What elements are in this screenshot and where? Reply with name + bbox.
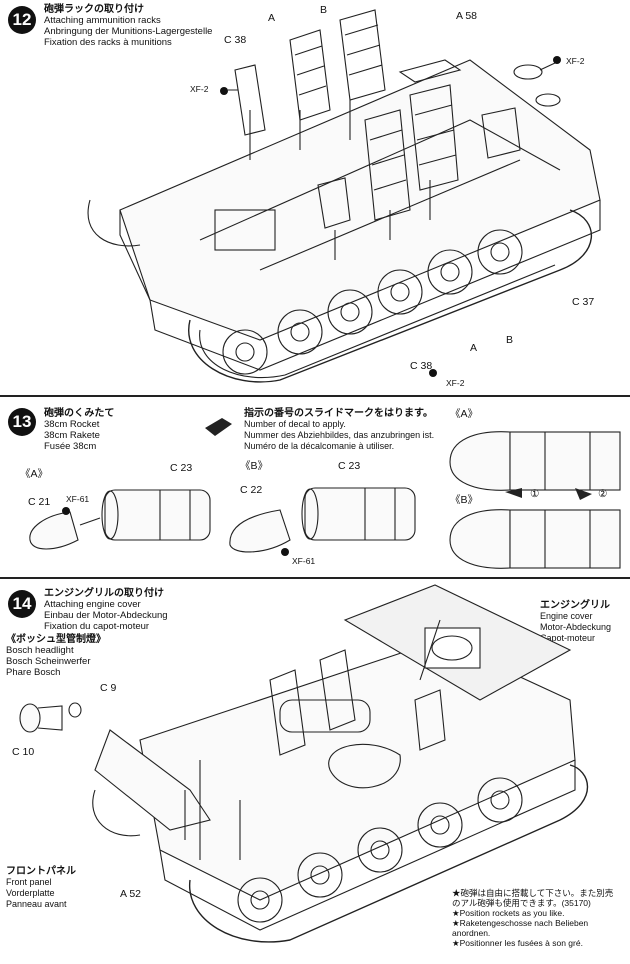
right-b-label: 《B》 bbox=[450, 494, 479, 506]
step-number: 13 bbox=[12, 412, 32, 431]
paint-label-xf2: XF-2 bbox=[566, 56, 585, 66]
bosch-jp: 《ボッシュ型管制燈》 bbox=[6, 634, 106, 645]
title-en: 38cm Rocket bbox=[44, 419, 100, 430]
part-label-a58: A 58 bbox=[456, 10, 478, 22]
title-de: Anbringung der Munitions-Lagergestelle bbox=[44, 26, 213, 37]
section-divider bbox=[0, 577, 630, 579]
part-label-a: A bbox=[470, 342, 478, 354]
title-en: Attaching ammunition racks bbox=[44, 15, 161, 26]
part-label-b: B bbox=[506, 334, 514, 346]
decal-arrow-icon bbox=[205, 418, 232, 436]
title-de: Einbau der Motor-Abdeckung bbox=[44, 610, 168, 621]
front-fr: Panneau avant bbox=[6, 899, 67, 909]
title-fr: Fusée 38cm bbox=[44, 441, 97, 452]
step-12-badge: 12 bbox=[8, 6, 36, 34]
note-en: ★Position rockets as you like. bbox=[452, 908, 565, 918]
part-label-c22: C 22 bbox=[240, 484, 263, 496]
front-en: Front panel bbox=[6, 877, 52, 887]
bosch-fr: Phare Bosch bbox=[6, 667, 61, 678]
note-de: ★Raketengeschosse nach Belieben anordnen… bbox=[452, 918, 589, 938]
paint-label-xf61: XF-61 bbox=[292, 556, 316, 566]
decal-number-2: ② bbox=[598, 488, 608, 500]
decal-en: Number of decal to apply. bbox=[244, 419, 346, 429]
note-jp-line1: ★砲弾は自由に搭載して下さい。また別売 bbox=[452, 888, 614, 898]
title-jp: 砲弾のくみたて bbox=[44, 408, 115, 419]
part-label-a52: A 52 bbox=[120, 888, 142, 900]
title-fr: Fixation des racks à munitions bbox=[44, 37, 172, 48]
title-jp: エンジングリルの取り付け bbox=[44, 588, 164, 599]
engine-cover-caption: エンジングリル Engine cover Motor-Abdeckung Cap… bbox=[540, 600, 611, 644]
part-label-c9: C 9 bbox=[100, 682, 117, 694]
step-13-badge: 13 bbox=[8, 408, 36, 436]
paint-label-xf2: XF-2 bbox=[446, 378, 465, 388]
part-label-c38: C 38 bbox=[224, 34, 247, 46]
rocket-placement-note: ★砲弾は自由に搭載して下さい。また別売 のアル砲弾も使用できます。(35170)… bbox=[452, 888, 628, 948]
front-de: Vorderplatte bbox=[6, 888, 55, 898]
paint-label-xf61: XF-61 bbox=[66, 494, 90, 504]
title-de: 38cm Rakete bbox=[44, 430, 100, 441]
section-divider bbox=[0, 395, 630, 397]
part-label-a: A bbox=[268, 12, 276, 24]
step-14-title: エンジングリルの取り付け Attaching engine cover Einb… bbox=[44, 588, 168, 632]
decal-jp: 指示の番号のスライドマークをはります。 bbox=[244, 408, 433, 419]
step-number: 12 bbox=[12, 10, 32, 29]
decal-de: Nummer des Abziehbildes, das anzubringen… bbox=[244, 430, 435, 440]
bosch-headlight-caption: 《ボッシュ型管制燈》 Bosch headlight Bosch Scheinw… bbox=[6, 634, 106, 678]
title-fr: Fixation du capot-moteur bbox=[44, 621, 150, 632]
part-label-c37: C 37 bbox=[572, 296, 595, 308]
part-label-b: B bbox=[320, 4, 328, 16]
step-number: 14 bbox=[12, 594, 32, 613]
front-jp: フロントパネル bbox=[6, 866, 76, 877]
engine-jp: エンジングリル bbox=[540, 600, 610, 611]
variant-b-label: 《B》 bbox=[240, 460, 269, 472]
decal-number-1: ① bbox=[530, 488, 540, 500]
part-label-c38: C 38 bbox=[410, 360, 433, 372]
right-a-label: 《A》 bbox=[450, 408, 479, 420]
part-label-c23: C 23 bbox=[338, 460, 361, 472]
bosch-en: Bosch headlight bbox=[6, 645, 74, 656]
part-label-c10: C 10 bbox=[12, 746, 35, 758]
decal-instructions: 指示の番号のスライドマークをはります。 Number of decal to a… bbox=[244, 408, 434, 452]
note-fr: ★Positionner les fusées à son gré. bbox=[452, 938, 583, 948]
part-label-c21: C 21 bbox=[28, 496, 51, 508]
front-panel-caption: フロントパネル Front panel Vorderplatte Panneau… bbox=[6, 866, 76, 910]
note-jp-line2: のアル砲弾も使用できます。(35170) bbox=[452, 898, 591, 908]
part-label-c23: C 23 bbox=[170, 462, 193, 474]
step-12-title: 砲弾ラックの取り付け Attaching ammunition racks An… bbox=[44, 4, 212, 48]
engine-fr: Capot-moteur bbox=[540, 633, 596, 643]
engine-en: Engine cover bbox=[540, 611, 593, 621]
step-13-title: 砲弾のくみたて 38cm Rocket 38cm Rakete Fusée 38… bbox=[44, 408, 114, 452]
bosch-de: Bosch Scheinwerfer bbox=[6, 656, 91, 667]
decal-fr: Numéro de la décalcomanie à utiliser. bbox=[244, 441, 395, 451]
variant-a-label: 《A》 bbox=[20, 468, 49, 480]
step-14-badge: 14 bbox=[8, 590, 36, 618]
title-jp: 砲弾ラックの取り付け bbox=[44, 4, 144, 15]
engine-de: Motor-Abdeckung bbox=[540, 622, 612, 632]
paint-label-xf2: XF-2 bbox=[190, 84, 209, 94]
title-en: Attaching engine cover bbox=[44, 599, 141, 610]
